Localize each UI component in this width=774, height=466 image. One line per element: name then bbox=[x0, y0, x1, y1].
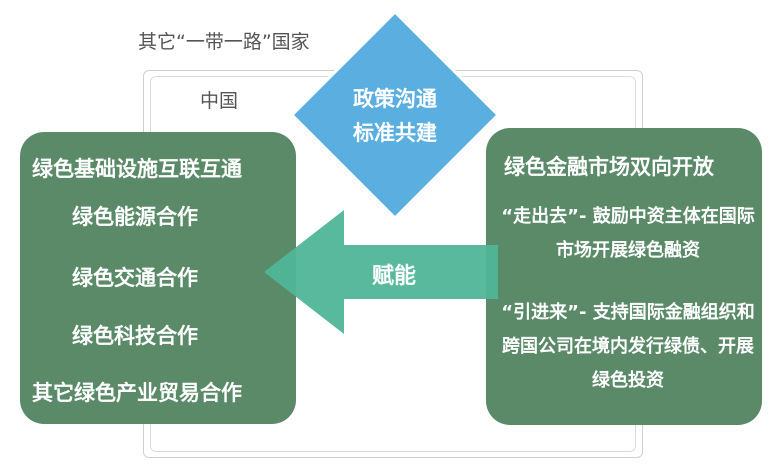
green-cooperation-box: 绿色基础设施互联互通 绿色能源合作 绿色交通合作 绿色科技合作 其它绿色产业贸易… bbox=[20, 132, 296, 424]
left-item-transport: 绿色交通合作 bbox=[72, 266, 198, 290]
china-region-label: 中国 bbox=[200, 90, 239, 112]
green-finance-box: 绿色金融市场双向开放 “走出去”- 鼓励中资主体在国际市场开展绿色融资 “引进来… bbox=[486, 128, 762, 425]
diamond-line-standards: 标准共建 bbox=[353, 121, 437, 145]
left-item-infrastructure: 绿色基础设施互联互通 bbox=[32, 157, 242, 181]
left-item-other-trade: 其它绿色产业贸易合作 bbox=[32, 381, 242, 405]
diamond-line-policy: 政策沟通 bbox=[353, 87, 437, 111]
right-para-going-out: “走出去”- 鼓励中资主体在国际市场开展绿色融资 bbox=[501, 206, 755, 261]
right-box-title: 绿色金融市场双向开放 bbox=[504, 155, 714, 179]
outer-region-label: 其它“一带一路”国家 bbox=[138, 31, 310, 53]
empower-label: 赋能 bbox=[372, 264, 417, 289]
left-item-energy: 绿色能源合作 bbox=[72, 205, 198, 229]
diamond-text: 政策沟通 标准共建 bbox=[330, 82, 460, 150]
empower-arrow bbox=[264, 210, 498, 334]
left-item-technology: 绿色科技合作 bbox=[72, 324, 198, 348]
right-para-bringing-in: “引进来”- 支持国际金融组织和跨国公司在境内发行绿债、开展绿色投资 bbox=[501, 302, 755, 391]
policy-diamond bbox=[289, 9, 501, 221]
